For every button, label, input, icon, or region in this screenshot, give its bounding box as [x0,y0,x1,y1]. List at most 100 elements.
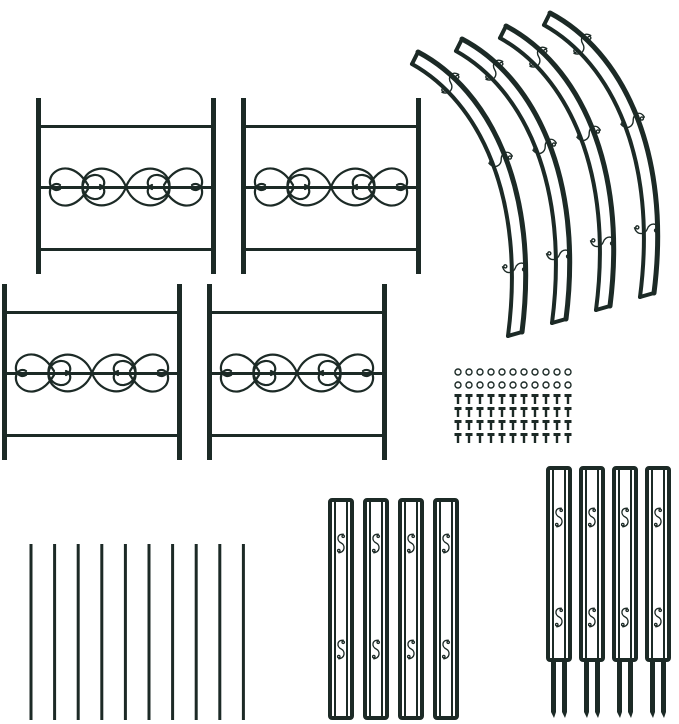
washer [520,381,528,389]
short-post [398,498,424,720]
short-post [363,498,389,720]
tall-post [645,466,671,718]
screw [476,420,484,430]
screw [465,420,473,430]
screw [520,394,528,404]
screw [509,381,517,389]
post-hole [374,708,378,712]
screw-head [553,394,561,397]
post-frame [328,498,354,720]
screw-head [498,394,506,397]
straight-rod [100,544,104,720]
screw [520,420,528,430]
screw-shank [566,397,570,404]
screw-shank [500,436,504,443]
arch-inner-rail [454,49,558,325]
post-frame [612,466,638,662]
screw-head [542,407,550,410]
screw [454,407,462,417]
screw [487,433,495,443]
screw-head [509,407,517,410]
screw-head [465,394,473,397]
short-side-posts [328,498,459,720]
screw-head [542,420,550,423]
washer [487,381,495,389]
washer [553,368,561,376]
screw-shank [522,423,526,430]
ground-stake [595,660,600,718]
screw [476,433,484,443]
screw-head [498,433,506,436]
screw-shank [555,397,559,404]
screw-shank [511,397,515,404]
post-frame [398,498,424,720]
screw-head [542,394,550,397]
post-scroll [653,607,663,628]
screw [542,381,550,389]
ground-stake [562,660,567,718]
panel-rail [4,434,180,437]
tall-post [579,466,605,718]
curved-arch-bars [410,10,661,338]
screw-head [531,420,539,423]
screw-shank [555,423,559,430]
screw [487,407,495,417]
screw [465,394,473,404]
post-scroll [554,507,564,528]
screw [509,407,517,417]
screw-shank [533,436,537,443]
arch-end-cap [542,11,552,27]
screw [476,394,484,404]
screw-head [487,394,495,397]
washer [476,381,484,389]
screw [498,381,506,389]
post-scroll [336,639,346,660]
post-scroll [587,607,597,628]
screw [520,381,528,389]
screw-shank [533,423,537,430]
panel-rail [209,311,385,314]
arch-outer-rail [547,10,661,296]
straight-rod [171,544,175,720]
screw [564,368,572,376]
screw-head [498,407,506,410]
screw [531,420,539,430]
screw-shank [478,397,482,404]
post-scroll [587,507,597,528]
screw [542,420,550,430]
washer [454,381,462,389]
screw-head [465,407,473,410]
straight-rod [241,544,245,720]
screw-shank [467,397,471,404]
screw-head [553,433,561,436]
screw [509,368,517,376]
screw-head [498,420,506,423]
washer [564,381,572,389]
screw-head [553,407,561,410]
arch-end-cap [638,291,656,299]
straight-rod [147,544,151,720]
panel-rail [243,125,419,128]
screw [454,420,462,430]
screw-shank [456,397,460,404]
washer [520,368,528,376]
screw-shank [555,410,559,417]
panel-rail [4,311,180,314]
post-scroll [653,507,663,528]
screw-shank [522,410,526,417]
screw-shank [478,423,482,430]
screw [520,407,528,417]
screw-head [487,420,495,423]
screw-head [487,407,495,410]
screw-shank [544,397,548,404]
arch-end-cap [454,37,464,53]
post-scroll [554,607,564,628]
ground-stake [661,660,666,718]
screw-shank [522,397,526,404]
screw-shank [544,410,548,417]
screw [487,394,495,404]
screw [498,420,506,430]
ground-stake [584,660,589,718]
post-frame [579,466,605,662]
